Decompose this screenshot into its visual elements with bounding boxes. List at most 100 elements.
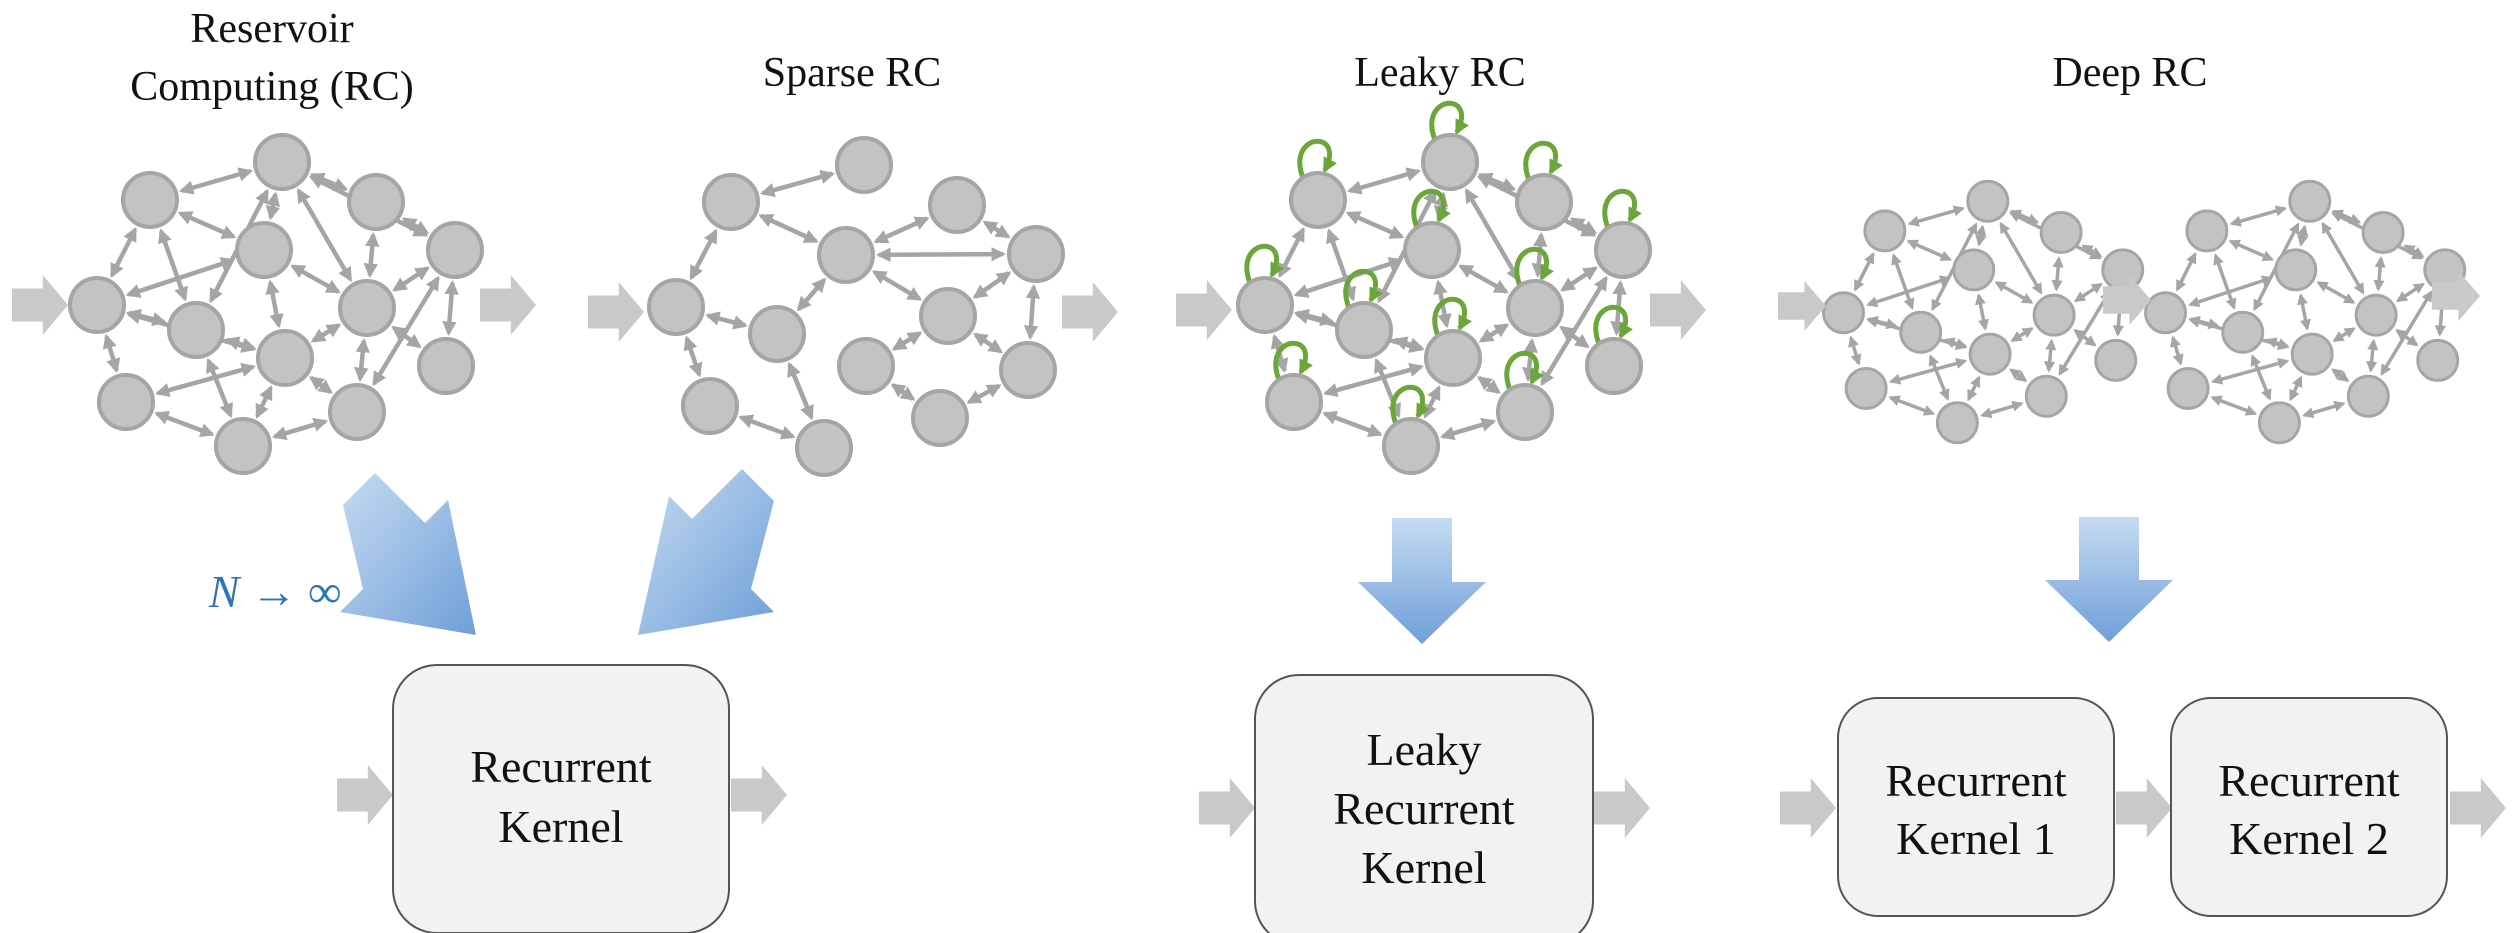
reservoir-node	[213, 416, 273, 476]
edge	[2073, 282, 2103, 303]
edge	[871, 270, 923, 301]
reservoir-node	[96, 372, 156, 432]
reservoir-node	[1968, 332, 2012, 376]
reservoir-node	[120, 170, 180, 230]
reservoir-node	[327, 382, 387, 442]
reservoir-node	[927, 175, 987, 235]
reservoir-node	[2346, 374, 2390, 418]
leak-loop-arrow	[1514, 246, 1554, 288]
edge	[310, 323, 342, 343]
box-recurrent-line2: Kernel	[498, 801, 623, 852]
reservoir-node	[67, 275, 127, 335]
edge	[890, 383, 916, 401]
edge	[2331, 368, 2350, 383]
reservoir-node	[1514, 172, 1574, 232]
edge	[1478, 323, 1510, 343]
reservoir-node	[2361, 210, 2405, 254]
deep-rc-graph-1-nodes	[1822, 179, 2145, 445]
reservoir-node	[346, 172, 406, 232]
title-deep-rc: Deep RC	[2052, 50, 2207, 96]
edge	[1907, 205, 1965, 227]
io-arrows	[12, 271, 2506, 838]
reservoir-node	[425, 220, 485, 280]
edge	[1906, 239, 1953, 262]
edge	[1326, 228, 1356, 302]
edge	[2366, 338, 2379, 373]
reservoir-node	[2290, 332, 2334, 376]
kernel-box-recurrent: Recurrent Kernel	[392, 664, 730, 933]
reservoir-node	[255, 328, 315, 388]
edge	[392, 266, 430, 292]
edge	[2332, 327, 2356, 343]
reservoir-node	[834, 135, 894, 195]
leak-loop-arrow	[1343, 268, 1383, 310]
edge	[787, 361, 814, 421]
leak-loop-arrow	[1411, 188, 1451, 230]
edge	[401, 217, 430, 235]
edge	[290, 264, 341, 294]
edge	[1392, 336, 1425, 352]
edge	[155, 362, 256, 398]
leak-loop-arrow	[1390, 384, 1430, 426]
reservoir-node	[2039, 210, 2083, 254]
edge	[2373, 256, 2386, 292]
edge	[154, 410, 215, 438]
io-arrow	[2450, 778, 2506, 838]
reservoir-node	[2185, 209, 2229, 253]
leak-loop-arrow	[1432, 296, 1472, 338]
reservoir-node	[1495, 382, 1555, 442]
title-sparse-rc: Sparse RC	[763, 50, 942, 96]
io-arrow	[2432, 271, 2480, 321]
reservoir-node	[1844, 366, 1888, 410]
leaky-rc-graph-nodes	[1235, 132, 1653, 476]
edge	[2265, 337, 2290, 349]
io-arrow	[1650, 280, 1706, 340]
edge	[354, 337, 370, 383]
reservoir-graphs	[67, 100, 2467, 478]
edge	[2302, 400, 2346, 419]
edge	[391, 325, 422, 349]
edge	[265, 279, 284, 329]
edge	[1966, 375, 1981, 402]
io-arrow	[1062, 282, 1118, 342]
edge	[1458, 264, 1509, 294]
io-arrow	[588, 282, 644, 342]
edge	[2051, 256, 2064, 292]
reservoir-node	[2032, 293, 2076, 337]
box-leaky-line1: Leaky	[1367, 724, 1482, 775]
rc-graph-nodes	[67, 132, 485, 476]
edge	[1928, 354, 1950, 401]
reservoir-node	[1420, 132, 1480, 192]
edge	[1423, 385, 1441, 419]
sparse-rc-graph-edges	[683, 169, 1041, 440]
edge	[1323, 362, 1424, 398]
edge	[2321, 221, 2365, 295]
deep-rc-graph-2	[2144, 179, 2467, 445]
edge	[1891, 253, 1915, 310]
blue-arrow-rc-to-kernel	[340, 473, 476, 635]
reservoir-node	[836, 336, 896, 396]
reservoir-node	[646, 277, 706, 337]
reservoir-node	[2094, 338, 2138, 382]
edge	[2170, 335, 2184, 366]
reservoir-node	[998, 340, 1058, 400]
edge	[1522, 337, 1538, 383]
io-arrow	[731, 765, 787, 825]
reservoir-node	[1423, 328, 1483, 388]
edge	[1322, 410, 1383, 438]
reservoir-node	[1899, 310, 1943, 354]
blue-arrow-deep-down	[2045, 517, 2173, 642]
edge	[2288, 375, 2303, 402]
deep-rc-graph-2-edges	[2170, 205, 2448, 419]
box-rk2-line1: Recurrent	[2218, 755, 2400, 806]
edge	[738, 414, 796, 440]
edge	[1477, 375, 1501, 395]
blue-arrow-leaky-down	[1358, 518, 1486, 644]
edge	[1853, 252, 1875, 292]
edge	[442, 280, 459, 336]
leak-loop-arrow	[1523, 140, 1563, 182]
leaky-rc-graph-leak-loops	[1244, 100, 1642, 426]
leaky-rc-graph	[1235, 100, 1653, 476]
sparse-rc-graph	[646, 135, 1066, 478]
